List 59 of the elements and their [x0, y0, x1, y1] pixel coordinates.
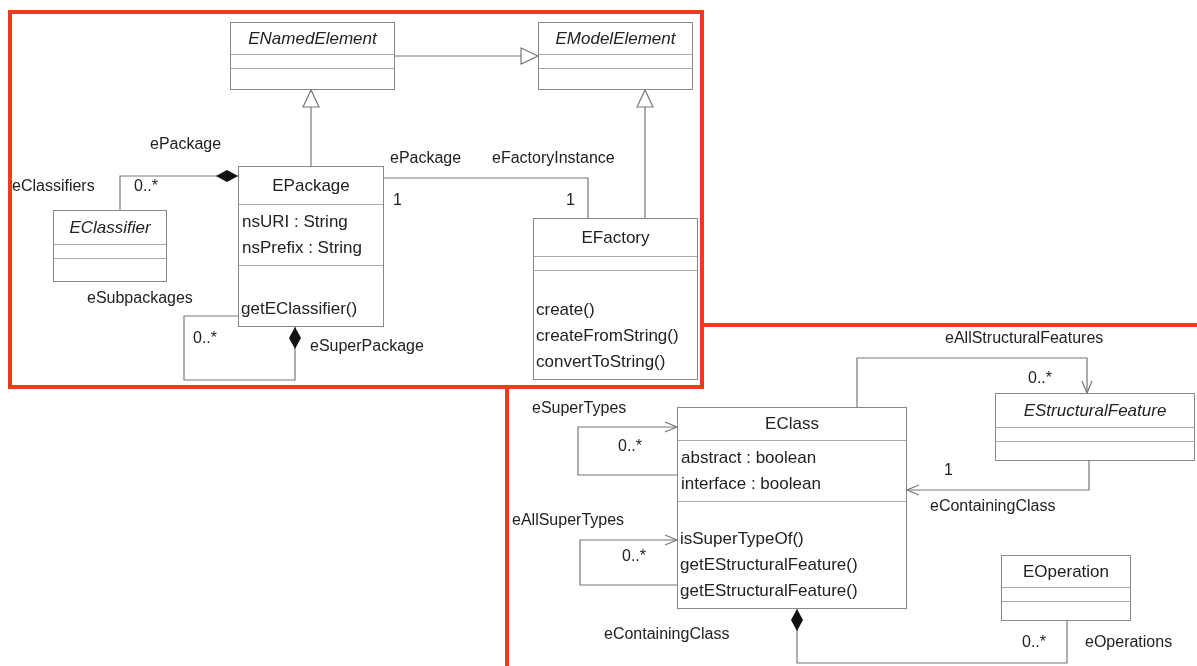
association-arrow — [906, 460, 1090, 496]
association-arrow — [856, 357, 1093, 408]
association-label: eClassifiers — [12, 176, 95, 196]
association-label: eContainingClass — [604, 624, 730, 644]
association-arrow — [302, 89, 320, 167]
class-box — [53, 210, 167, 282]
class-box — [238, 166, 384, 327]
association-label: 0..* — [193, 328, 217, 348]
association-label: ePackage — [390, 148, 462, 168]
association-label: 1 — [944, 460, 953, 480]
association-label: eSuperTypes — [532, 398, 627, 418]
operation-text: getEStructuralFeature() — [680, 580, 859, 602]
attribute-text: nsPrefix : String — [242, 237, 363, 259]
association-line — [383, 177, 589, 219]
association-label: eAllStructuralFeatures — [945, 328, 1104, 348]
class-box — [230, 22, 395, 90]
class-box — [995, 393, 1195, 461]
class-name: ENamedElement — [248, 27, 377, 50]
association-arrow — [579, 534, 678, 586]
attribute-text: nsURI : String — [242, 211, 349, 233]
composition-line — [119, 170, 239, 211]
association-arrow — [636, 89, 654, 219]
association-label: eSuperPackage — [310, 336, 424, 356]
association-label: eOperations — [1085, 632, 1173, 652]
composition-line — [791, 608, 1068, 664]
class-box — [538, 22, 693, 90]
operation-text: create() — [536, 299, 596, 321]
class-box — [677, 407, 907, 609]
attribute-text: abstract : boolean — [681, 447, 818, 469]
class-box — [1001, 555, 1131, 621]
association-label: 0..* — [1028, 368, 1052, 388]
association-label: eSubpackages — [87, 288, 193, 308]
operation-text: createFromString() — [536, 325, 680, 347]
operation-text: getEClassifier() — [241, 298, 359, 320]
association-label: 1 — [393, 190, 402, 210]
class-box — [533, 218, 698, 380]
class-name: EStructuralFeature — [1023, 399, 1167, 422]
association-label: 0..* — [622, 546, 646, 566]
attribute-text: interface : boolean — [681, 473, 822, 495]
class-name: EOperation — [1023, 560, 1109, 583]
association-label: 0..* — [1022, 632, 1046, 652]
composition-line — [183, 315, 301, 381]
class-name: EPackage — [272, 174, 350, 197]
association-label: 0..* — [618, 436, 642, 456]
association-arrow — [577, 421, 678, 476]
class-name: EClass — [765, 413, 819, 435]
association-label: 0..* — [134, 176, 158, 196]
association-label: eContainingClass — [930, 496, 1056, 516]
association-arrow — [394, 47, 539, 65]
class-name: EModelElement — [555, 27, 676, 50]
class-name: EClassifier — [69, 216, 151, 239]
association-label: 1 — [566, 190, 575, 210]
operation-text: getEStructuralFeature() — [680, 554, 859, 576]
operation-text: isSuperTypeOf() — [680, 528, 805, 550]
association-label: ePackage — [150, 134, 222, 154]
association-label: eAllSuperTypes — [512, 510, 625, 530]
operation-text: convertToString() — [536, 351, 667, 373]
class-name: EFactory — [581, 226, 650, 249]
association-label: eFactoryInstance — [492, 148, 615, 168]
